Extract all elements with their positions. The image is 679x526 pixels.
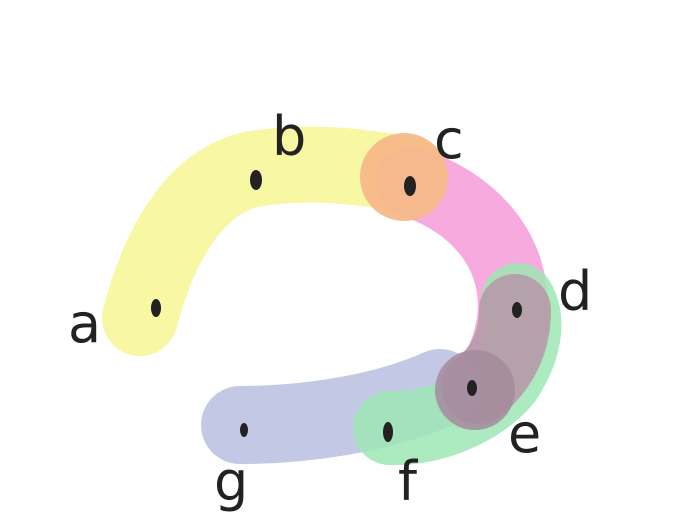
orange-overlap-circle: [360, 133, 448, 221]
node-dot-f: [383, 422, 393, 442]
node-dot-c: [404, 176, 416, 196]
node-label-f: f: [398, 450, 419, 513]
node-label-b: b: [272, 105, 306, 168]
node-label-e: e: [508, 402, 541, 465]
node-label-c: c: [434, 108, 464, 171]
node-label-a: a: [68, 292, 101, 355]
node-dot-e: [467, 380, 477, 396]
node-label-d: d: [558, 260, 592, 323]
watermark-text: 知乎 @Demo小红: [503, 489, 669, 513]
node-dot-d: [512, 302, 522, 318]
node-dot-g: [240, 423, 248, 437]
node-label-g: g: [214, 450, 248, 513]
node-dot-a: [151, 299, 161, 317]
node-dot-b: [250, 170, 262, 190]
